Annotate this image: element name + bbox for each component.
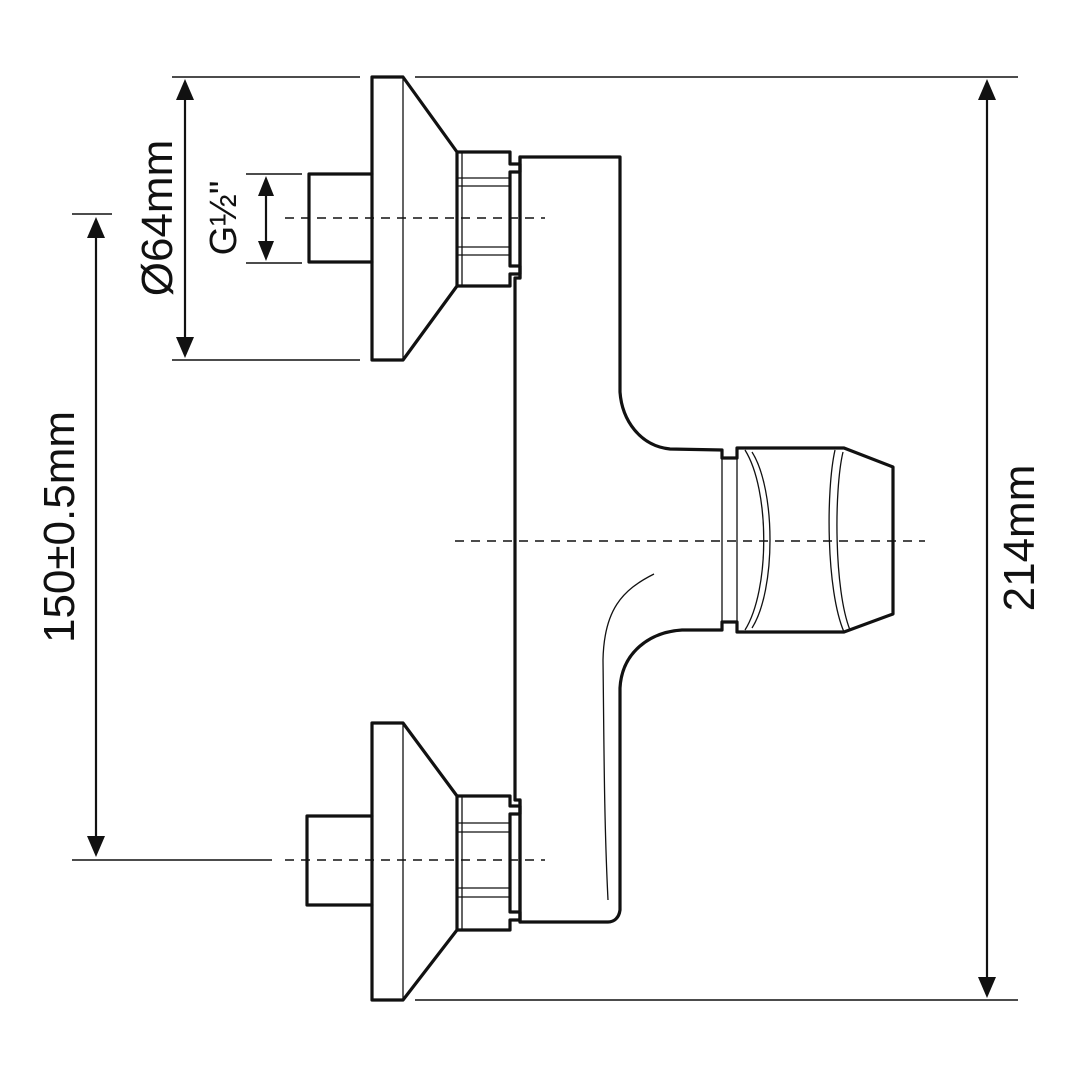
center-lines: [285, 217, 925, 861]
center-distance-dimension: 150±0.5mm: [35, 217, 105, 857]
top-connector: [307, 75, 522, 362]
bottom-connector: [305, 721, 522, 1002]
overall-height-dimension: 214mm: [978, 79, 1044, 998]
overall-height-label: 214mm: [995, 465, 1044, 612]
bottom-pipe-stub: [305, 814, 374, 907]
top-pipe-stub: [307, 172, 374, 264]
thread-size-label: G½": [203, 181, 245, 256]
center-distance-label: 150±0.5mm: [35, 411, 84, 643]
top-union-nut: [455, 150, 522, 288]
flange-diameter-dimension: Ø64mm: [133, 79, 194, 358]
handle: [744, 449, 851, 633]
bottom-flange: [370, 721, 459, 1002]
bottom-union-nut: [455, 794, 522, 932]
body-outline: [513, 155, 895, 924]
flange-diameter-label: Ø64mm: [133, 140, 182, 296]
thread-size-dimension: G½": [203, 176, 274, 261]
mixer-body: [513, 155, 895, 924]
extension-lines: [72, 76, 1018, 1001]
